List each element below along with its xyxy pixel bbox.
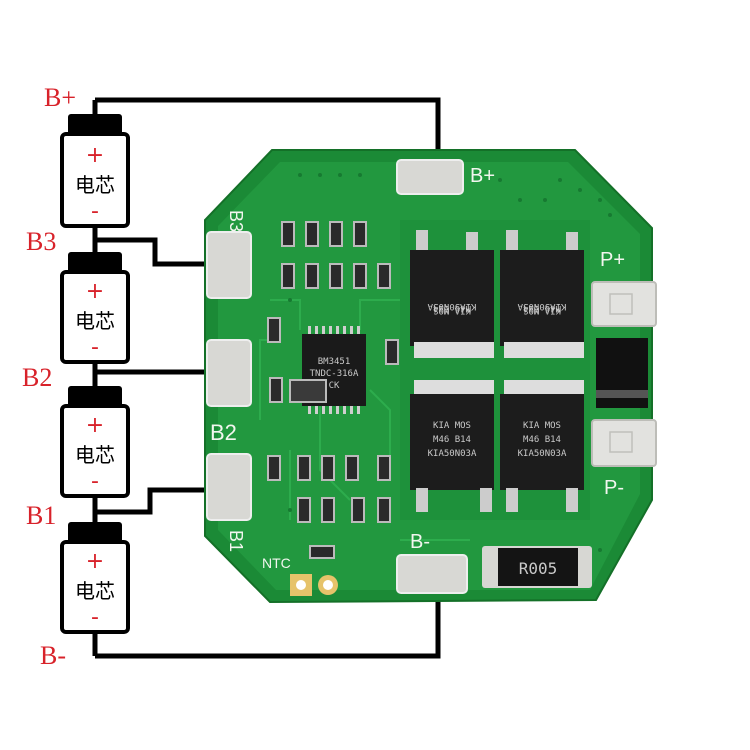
- label-b-plus: B+: [44, 83, 76, 112]
- ic-text-3: CK: [329, 381, 340, 391]
- battery-cell-1: + 电芯 -: [60, 114, 130, 228]
- label-b-minus: B-: [40, 641, 66, 670]
- cell-minus-sign: -: [91, 335, 99, 360]
- pad-b2: [206, 339, 252, 407]
- battery-cell-2: + 电芯 -: [60, 252, 130, 364]
- silk-b1: B1: [226, 530, 246, 552]
- silk-b-minus: B-: [410, 531, 430, 553]
- silk-b2: B2: [210, 420, 237, 445]
- mosfet-top-left: KIA50N03A M46 B14 KIA MOS: [410, 230, 494, 358]
- pad-p-plus: [591, 281, 657, 327]
- wire-b3: [95, 237, 232, 267]
- mosfet-text-3: KIA MOS: [433, 305, 471, 315]
- cell-plus-sign: +: [86, 143, 104, 168]
- label-b3: B3: [26, 227, 56, 256]
- silk-b-plus: B+: [470, 165, 495, 187]
- mosfet-text-2: M46 B14: [523, 303, 561, 313]
- cell-label: 电芯: [75, 443, 115, 467]
- cell-label: 电芯: [75, 309, 115, 333]
- ntc-pads: [290, 574, 338, 596]
- label-b1: B1: [26, 501, 56, 530]
- cell-label: 电芯: [75, 579, 115, 603]
- battery-cell-4: + 电芯 -: [60, 522, 130, 634]
- pad-b-minus: [396, 554, 468, 594]
- shunt-resistor: R005: [482, 546, 592, 588]
- mosfet-text-1: KIA50N03A: [427, 301, 476, 311]
- mosfet-text-3: KIA50N03A: [518, 449, 567, 459]
- silk-ntc: NTC: [262, 555, 291, 571]
- pad-b-plus: [396, 159, 464, 195]
- pad-p-minus: [591, 419, 657, 467]
- mosfet-text-1: KIA MOS: [523, 421, 561, 431]
- cell-plus-sign: +: [86, 413, 104, 438]
- wires: [92, 97, 441, 659]
- resistor-text: R005: [519, 559, 558, 578]
- ic-text-2: TNDC-316A: [310, 369, 359, 379]
- passives: [267, 221, 399, 559]
- pad-b1: [206, 453, 252, 521]
- battery-cell-3: + 电芯 -: [60, 386, 130, 498]
- cell-minus-sign: -: [91, 605, 99, 630]
- wire-b-plus: [95, 97, 441, 168]
- mosfet-text-3: KIA50N03A: [428, 449, 477, 459]
- label-b2: B2: [22, 363, 52, 392]
- mosfet-bottom-right: KIA MOS M46 B14 KIA50N03A: [500, 380, 584, 512]
- cell-label: 电芯: [75, 173, 115, 197]
- diode: [596, 338, 648, 408]
- cell-plus-sign: +: [86, 549, 104, 574]
- mosfet-top-right: KIA50N03A M46 B14 KIA MOS: [500, 230, 584, 358]
- wire-b1: [95, 487, 232, 515]
- mosfet-bottom-left: KIA MOS M46 B14 KIA50N03A: [410, 380, 494, 512]
- ic-text-1: BM3451: [318, 357, 351, 367]
- cell-minus-sign: -: [91, 199, 99, 224]
- silk-p-minus: P-: [604, 477, 624, 499]
- wire-b-minus: [95, 585, 441, 659]
- silk-p-plus: P+: [600, 249, 625, 271]
- mosfet-text-1: KIA MOS: [433, 421, 471, 431]
- mosfet-text-3: KIA MOS: [523, 305, 561, 315]
- mosfet-text-1: KIA50N03A: [517, 301, 566, 311]
- mosfet-text-2: M46 B14: [433, 435, 471, 445]
- mosfet-text-2: M46 B14: [523, 435, 561, 445]
- cell-minus-sign: -: [91, 469, 99, 494]
- silk-b3: B3: [226, 210, 246, 232]
- cell-plus-sign: +: [86, 279, 104, 304]
- pad-b3: [206, 231, 252, 299]
- mosfet-text-2: M46 B14: [433, 303, 471, 313]
